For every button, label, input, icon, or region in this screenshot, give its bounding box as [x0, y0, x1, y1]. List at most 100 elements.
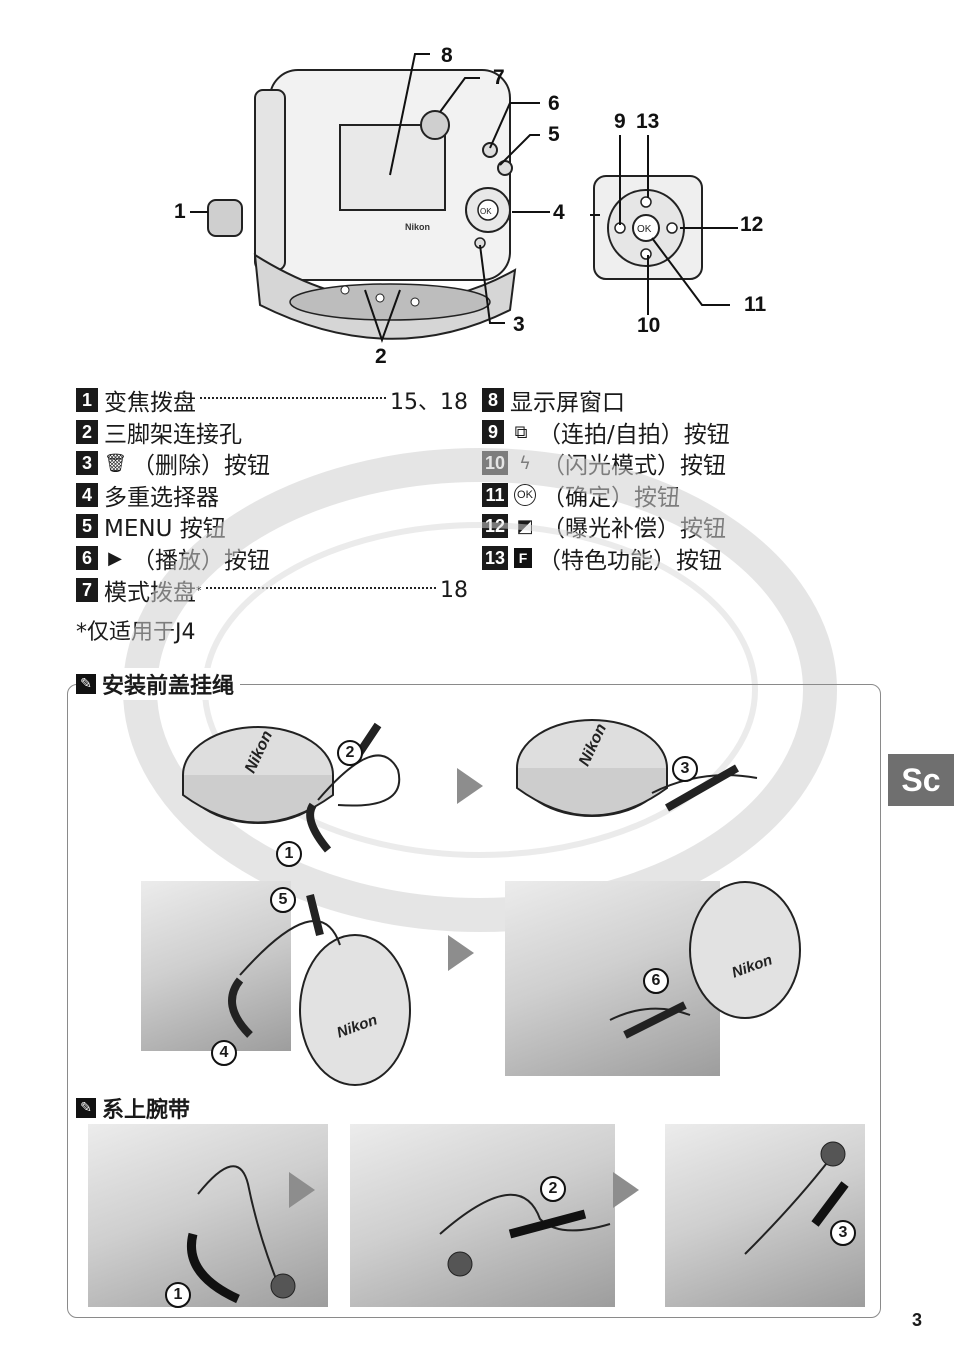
legend-item: 12 ◩ （曝光补偿）按钮 — [482, 511, 726, 542]
page-ref: 15、18 — [390, 390, 468, 415]
page-ref: 18 — [440, 577, 468, 603]
page-number: 3 — [912, 1310, 923, 1330]
legend-label: 多重选择器 — [104, 485, 219, 511]
svg-text:Nikon: Nikon — [405, 222, 430, 232]
wrist-strap-step-a — [187, 1165, 296, 1304]
wrist-strap-step-b — [439, 1193, 611, 1277]
step-3-marker: 3 — [672, 756, 698, 782]
legend-number: 2 — [76, 420, 98, 444]
step-3-marker: 3 — [830, 1220, 856, 1246]
camera-strap-eyelet-photo — [141, 881, 291, 1051]
callout-8: 8 — [441, 44, 453, 67]
legend-label: （曝光补偿）按钮 — [542, 516, 726, 542]
legend-item: 8 显示屏窗口 — [482, 385, 625, 416]
callout-3: 3 — [513, 313, 525, 336]
callout-12: 12 — [740, 213, 764, 236]
callout-13: 13 — [636, 110, 660, 133]
step-4-marker: 4 — [211, 1040, 237, 1066]
multi-selector-leaders — [590, 135, 738, 315]
pencil-icon: ✎ — [76, 674, 96, 694]
callout-5: 5 — [548, 123, 560, 146]
legend-item: 5 MENU 按钮 — [76, 511, 226, 542]
legend-number: 11 — [482, 483, 508, 507]
callout-4: 4 — [553, 201, 565, 224]
wrist-strap-step-c — [744, 1141, 849, 1255]
section-title: 安装前盖挂绳 — [102, 674, 235, 699]
step-5-marker: 5 — [270, 887, 296, 913]
legend-number: 3 — [76, 451, 98, 475]
legend-item: 4 多重选择器 — [76, 480, 219, 511]
legend-label: 变焦拨盘 — [104, 390, 196, 416]
legend-item: 6 ▶ （播放）按钮 — [76, 543, 270, 574]
step-1-marker: 1 — [165, 1282, 191, 1308]
leader-dots — [205, 586, 436, 589]
step-2-marker: 2 — [540, 1176, 566, 1202]
legend-label: 模式拨盘 — [104, 580, 196, 606]
next-step-arrow — [289, 1172, 315, 1208]
camera-strap-eyelet-photo — [505, 881, 720, 1076]
lens-cap-strap-step-c: Nikon — [228, 894, 411, 1086]
continuous-self-timer-icon: ⧉ — [514, 421, 528, 443]
step-1-marker: 1 — [276, 841, 302, 867]
legend-item: 2 三脚架连接孔 — [76, 417, 242, 448]
legend-number: 5 — [76, 514, 98, 538]
legend-label: （删除）按钮 — [132, 453, 270, 479]
legend-number: 8 — [482, 388, 504, 412]
callout-6: 6 — [548, 92, 560, 115]
legend-number: 10 — [482, 451, 508, 475]
leader-dots — [200, 396, 386, 399]
legend-item: 7 模式拨盘* 18 — [76, 575, 468, 606]
legend-number: 13 — [482, 546, 508, 570]
legend-label: 显示屏窗口 — [510, 390, 625, 416]
callout-2: 2 — [375, 345, 387, 368]
camera-back-illustration: Nikon OK — [190, 53, 550, 344]
ok-icon: OK — [514, 484, 536, 506]
legend-label: （闪光模式）按钮 — [542, 453, 726, 479]
lens-cap-strap-step-b: Nikon — [516, 719, 758, 817]
legend-number: 7 — [76, 578, 98, 602]
legend-item: 9 ⧉ （连拍/自拍）按钮 — [482, 417, 730, 448]
step-2-marker: 2 — [337, 740, 363, 766]
footnote-marker: * — [196, 583, 202, 597]
legend-label: （特色功能）按钮 — [538, 548, 722, 574]
svg-text:OK: OK — [480, 207, 492, 216]
legend-label: （确定）按钮 — [542, 485, 680, 511]
pencil-icon: ✎ — [76, 1098, 96, 1118]
footnote: *仅适用于J4 — [76, 620, 196, 645]
legend-label: （连拍/自拍）按钮 — [538, 422, 730, 448]
callout-1: 1 — [174, 200, 186, 223]
step-6-marker: 6 — [643, 968, 669, 994]
legend-item: 13 F （特色功能）按钮 — [482, 543, 722, 574]
flash-icon: ϟ — [519, 452, 531, 474]
feature-icon: F — [514, 548, 532, 568]
callout-7: 7 — [493, 66, 505, 89]
legend-number: 6 — [76, 546, 98, 570]
legend-label: 三脚架连接孔 — [104, 422, 242, 448]
next-step-arrow — [457, 768, 483, 804]
delete-icon: 🗑 — [104, 452, 127, 474]
callout-11: 11 — [744, 293, 767, 316]
legend-item: 1 变焦拨盘 15、18 — [76, 385, 468, 416]
section-heading-wrist-strap: ✎ 系上腕带 — [76, 1092, 197, 1124]
legend-label: （播放）按钮 — [132, 548, 270, 574]
svg-text:OK: OK — [637, 224, 652, 235]
exposure-compensation-icon: ◩ — [516, 515, 534, 537]
section-title: 系上腕带 — [102, 1098, 191, 1123]
legend-label: MENU 按钮 — [104, 516, 226, 542]
legend-number: 4 — [76, 483, 98, 507]
callout-10: 10 — [637, 314, 661, 337]
play-icon: ▶ — [108, 547, 122, 569]
callout-9: 9 — [614, 110, 626, 133]
legend-item: 11 OK （确定）按钮 — [482, 480, 680, 511]
instruction-box — [67, 684, 881, 1318]
legend-number: 9 — [482, 420, 504, 444]
lens-cap-strap-step-d: Nikon — [609, 881, 801, 1039]
next-step-arrow — [613, 1172, 639, 1208]
lens-cap-strap-step-a: Nikon — [182, 722, 401, 853]
legend-item: 3 🗑 （删除）按钮 — [76, 448, 270, 479]
language-tab[interactable]: Sc — [888, 754, 954, 806]
next-step-arrow — [448, 935, 474, 971]
legend-item: 10 ϟ （闪光模式）按钮 — [482, 448, 726, 479]
legend-number: 1 — [76, 388, 98, 412]
legend-number: 12 — [482, 514, 508, 538]
